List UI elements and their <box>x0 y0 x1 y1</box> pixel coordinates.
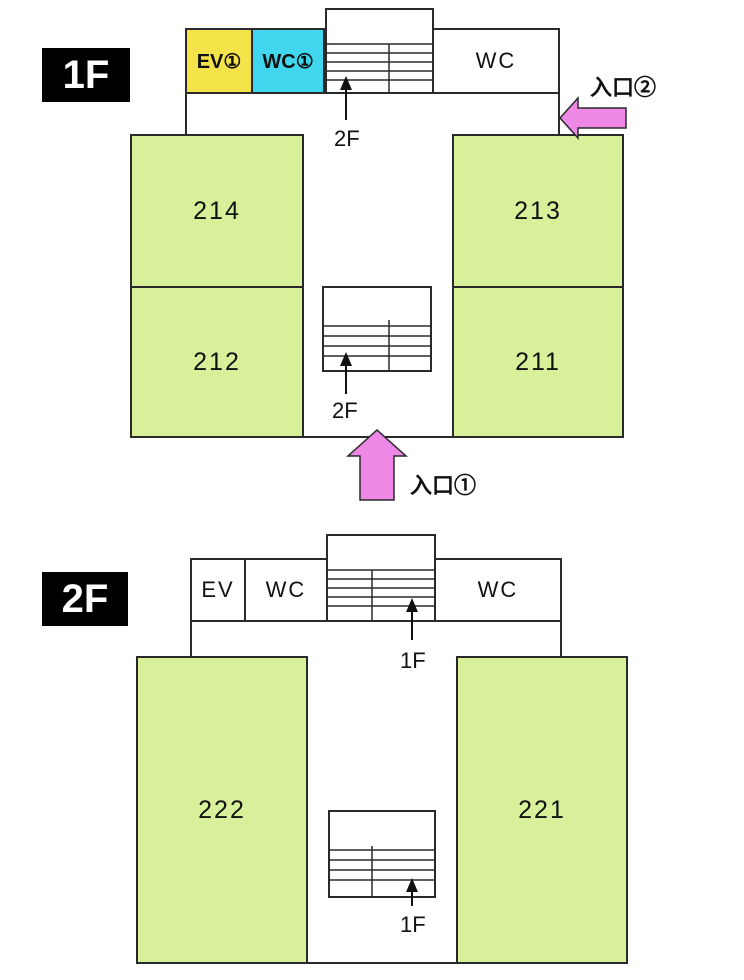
floor-2-stairs-middle-arrow <box>406 878 418 906</box>
floor-2-stairs-middle-label: 1F <box>400 912 426 937</box>
floor-2-wc-room-right: WC <box>434 558 562 622</box>
entrance-2-label: 入口② <box>590 75 657 100</box>
floor-2-badge: 2F <box>42 572 128 626</box>
floor-1-stairs-top-treads <box>327 43 432 92</box>
floor-2-stairs-middle-treads <box>330 846 434 896</box>
floor-2-stairs-top-treads <box>328 569 434 620</box>
room-211: 211 <box>452 286 624 438</box>
room-221: 221 <box>456 656 628 964</box>
entrance-1-arrow <box>346 428 408 501</box>
floor-1-stairs-middle <box>322 286 432 372</box>
entrance-2-arrow <box>558 96 627 140</box>
floor-2-stairs-top-label: 1F <box>400 648 426 673</box>
floor-1-wc-room-right: WC <box>432 28 560 94</box>
room-213: 213 <box>452 134 624 288</box>
room-214: 214 <box>130 134 304 288</box>
floor-2-ev-room: EV <box>190 558 246 622</box>
floor-1-stairs-middle-label: 2F <box>332 398 358 423</box>
floor-1-ev-room: EV① <box>185 28 253 94</box>
floor-1-stairs-top-label: 2F <box>334 126 360 151</box>
floor-2-stairs-middle <box>328 810 436 898</box>
floor-2-wc-room-left: WC <box>244 558 328 622</box>
floor-2-stairs-top <box>326 534 436 622</box>
floor-1-stairs-middle-arrow <box>340 352 352 394</box>
room-222: 222 <box>136 656 308 964</box>
floor-2-stairs-top-arrow <box>406 598 418 640</box>
room-212: 212 <box>130 286 304 438</box>
floor-1-stairs-top-arrow <box>340 76 352 120</box>
floor-1-wc-room-left: WC① <box>251 28 325 94</box>
floor-1-stairs-middle-treads <box>324 320 430 370</box>
entrance-1-label: 入口① <box>410 473 477 498</box>
floor-1-badge: 1F <box>42 48 130 102</box>
